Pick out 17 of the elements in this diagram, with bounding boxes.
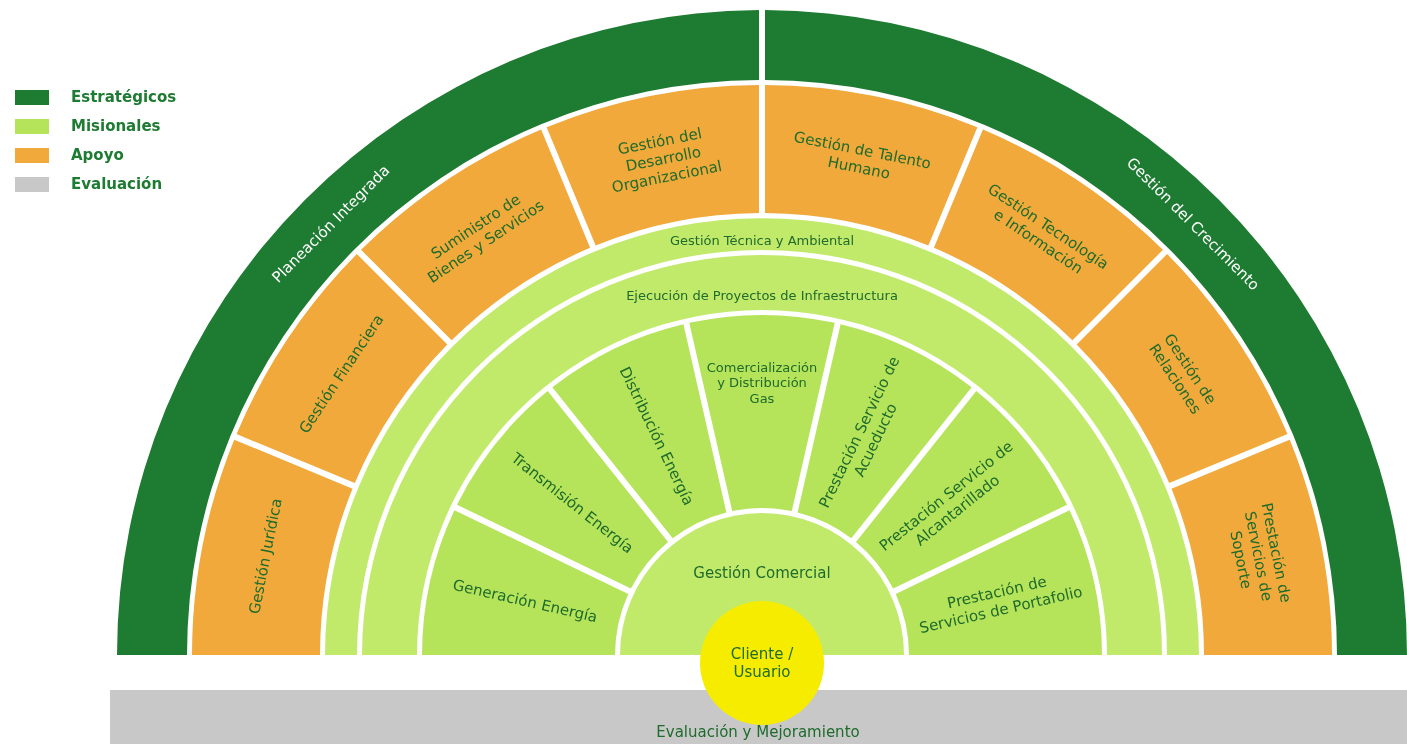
legend-label: Estratégicos <box>71 88 177 106</box>
legend-label: Apoyo <box>71 146 124 164</box>
evaluation-bar <box>110 690 1407 744</box>
process-label: Gestión Jurídica <box>244 495 287 618</box>
process-label: Gestión de Talento Humano <box>791 126 934 185</box>
process-label: Gestión Técnica y Ambiental <box>669 232 855 251</box>
process-label: Prestación de Servicios de Soporte <box>1225 500 1296 607</box>
process-label: Ejecución de Proyectos de Infraestructura <box>625 287 899 306</box>
support-segment <box>192 439 353 655</box>
legend-label: Misionales <box>71 117 161 135</box>
support-segment <box>1171 439 1332 655</box>
legend-label: Evaluación <box>71 175 163 193</box>
process-label: Cliente / Usuario <box>729 644 795 683</box>
process-label: Comercialización y Distribución Gas <box>705 358 819 408</box>
process-label: Gestión Comercial <box>692 563 832 584</box>
process-label: Evaluación y Mejoramiento <box>655 722 861 743</box>
client-circle <box>700 601 824 725</box>
